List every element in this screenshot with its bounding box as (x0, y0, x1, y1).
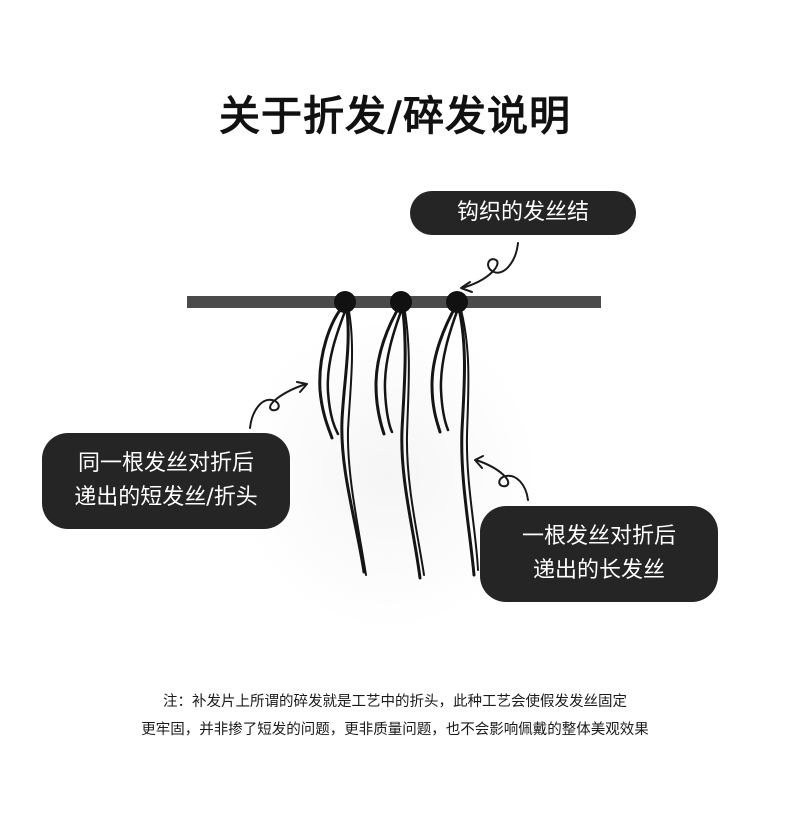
hair-strand-3 (430, 302, 479, 577)
label-folded-long-line2: 递出的长发丝 (532, 558, 665, 583)
label-folded-long-hair: 一根发丝对折后 递出的长发丝 (480, 506, 718, 602)
footnote-line2: 更牢固，并非掺了短发的问题，更非质量问题，也不会影响佩戴的整体美观效果 (141, 722, 649, 738)
label-knot: 钩织的发丝结 (410, 191, 636, 235)
knot-dot (334, 291, 356, 313)
knot-dot (390, 291, 412, 313)
knot-dot (446, 291, 468, 313)
footnote: 注：补发片上所谓的碎发就是工艺中的折头，此种工艺会使假发发丝固定 更牢固，并非掺… (0, 688, 790, 744)
footnote-line1: 注：补发片上所谓的碎发就是工艺中的折头，此种工艺会使假发发丝固定 (163, 694, 627, 710)
arrow-to-short-hair (249, 381, 308, 429)
page-title: 关于折发/碎发说明 (219, 92, 571, 140)
label-folded-short-line2: 递出的短发丝/折头 (74, 485, 258, 510)
hair-strand-2 (374, 302, 425, 580)
hair-strand-1 (318, 302, 367, 576)
label-folded-long-line1: 一根发丝对折后 (521, 524, 676, 549)
arrow-to-knot (460, 242, 519, 293)
label-knot-text: 钩织的发丝结 (456, 200, 589, 225)
arrow-to-long-hair (474, 455, 529, 501)
label-folded-short-hair: 同一根发丝对折后 递出的短发丝/折头 (42, 433, 290, 529)
label-folded-short-line1: 同一根发丝对折后 (77, 451, 254, 476)
